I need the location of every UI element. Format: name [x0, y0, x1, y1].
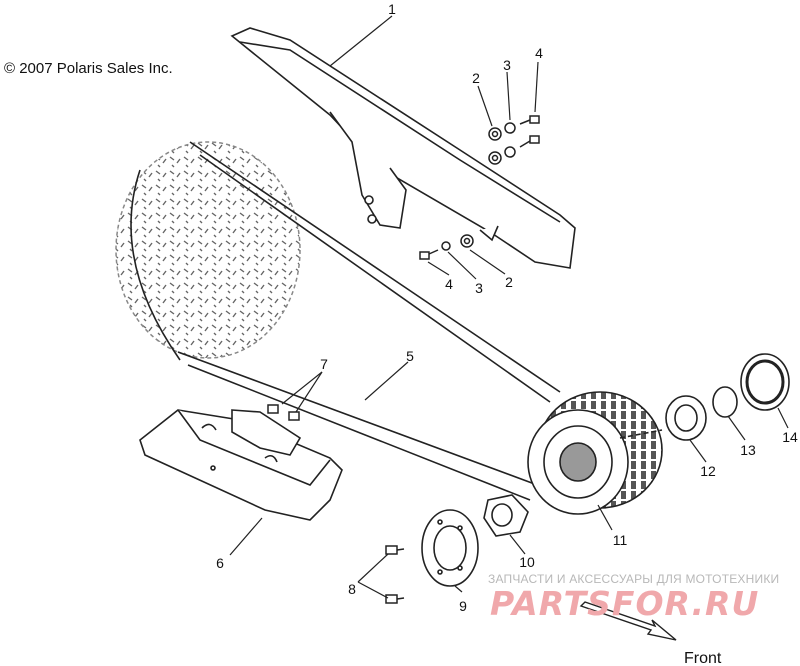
watermark-tagline: ЗАПЧАСТИ И АКСЕССУАРЫ ДЛЯ МОТОТЕХНИКИ	[488, 572, 780, 586]
callout-11: 11	[612, 532, 628, 548]
callout-3-lower: 3	[475, 280, 483, 296]
callout-7: 7	[320, 356, 328, 372]
callout-3-upper: 3	[503, 57, 511, 73]
callout-2-lower: 2	[505, 274, 513, 290]
callout-5: 5	[406, 348, 414, 364]
front-label: Front	[684, 650, 722, 666]
callout-8: 8	[348, 581, 356, 597]
driven-sprocket	[527, 391, 663, 515]
upper-fasteners	[488, 115, 540, 165]
chain-guard	[230, 27, 576, 269]
callout-4-upper: 4	[535, 45, 543, 61]
callout-6: 6	[216, 555, 224, 571]
callout-10: 10	[519, 554, 535, 570]
lower-fasteners	[419, 234, 474, 260]
plate-screws	[385, 545, 405, 604]
retainer-plate	[421, 509, 479, 587]
bearing-assembly	[619, 353, 790, 441]
callout-2-upper: 2	[472, 70, 480, 86]
callout-4-lower: 4	[445, 276, 453, 292]
callout-12: 12	[700, 463, 716, 479]
watermark-logo: PARTSFOR.RU	[490, 584, 760, 623]
guard-bolts	[267, 404, 300, 421]
phantom-drive-sprocket	[115, 141, 301, 359]
drive-belt	[130, 141, 561, 501]
callout-9: 9	[459, 598, 467, 614]
copyright-text: © 2007 Polaris Sales Inc.	[4, 60, 173, 77]
callout-13: 13	[740, 442, 756, 458]
leader-lines	[229, 15, 789, 599]
lower-belt-guard	[139, 409, 343, 521]
front-arrow	[579, 601, 677, 641]
callout-1: 1	[388, 1, 396, 17]
sprocket-nut	[483, 494, 529, 537]
callout-14: 14	[782, 429, 798, 445]
